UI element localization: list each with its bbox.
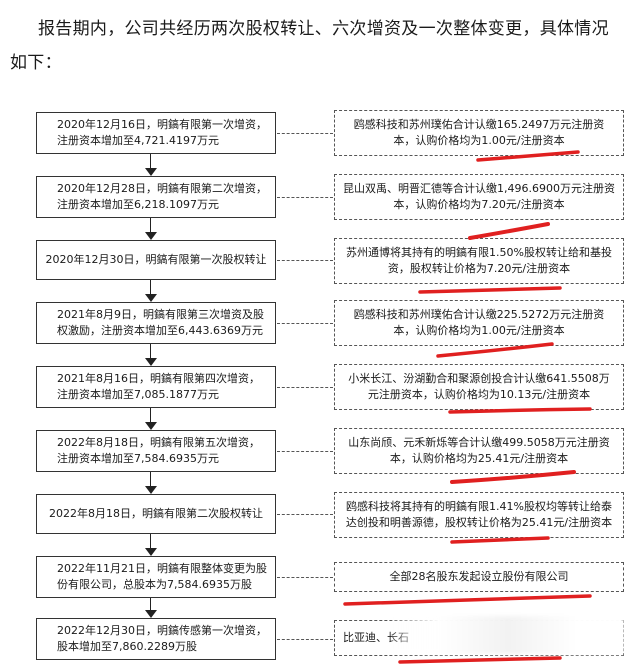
red-underline-mark	[450, 536, 550, 544]
event-7-box: 2022年8月18日，明鎬有限第二次股权转让	[36, 494, 276, 534]
event-7-text: 2022年8月18日，明鎬有限第二次股权转让	[49, 507, 263, 520]
detail-5-text: 小米长江、汾湖勤合和聚源创投合计认缴641.5508万元注册资本，认购价格均为1…	[348, 372, 610, 401]
event-8-text: 2022年11月21日，明鎬有限整体变更为股份有限公司，总股本为7,584.69…	[57, 562, 267, 591]
flow-line-6	[150, 472, 151, 488]
detail-2-text: 昆山双禹、明晋汇德等合计认缴1,496.6900万元注册资本，认购价格均为7.2…	[343, 182, 615, 211]
event-9-text: 2022年12月30日，明鎬传感第一次增资，股本增加至7,860.2289万股	[57, 624, 267, 653]
event-6-text: 2022年8月18日，明鎬有限第五次增资，注册资本增加至7,584.6935万元	[57, 436, 260, 465]
detail-3-text: 苏州通博将其持有的明鎬有限1.50%股权转让给和基投资，股权转让价格为7.20元…	[346, 246, 612, 275]
blurred-overlay	[392, 616, 624, 654]
event-5-text: 2021年8月16日，明鎬有限第四次增资，注册资本增加至7,085.1877万元	[57, 372, 260, 401]
connector-5	[277, 387, 333, 388]
connector-8	[277, 577, 333, 578]
detail-8-text: 全部28名股东发起设立股份有限公司	[389, 570, 569, 583]
intro-line-1: 报告期内，公司共经历两次股权转让、六次增资及一次整体变更，具体情况	[38, 19, 609, 39]
event-8-box: 2022年11月21日，明鎬有限整体变更为股份有限公司，总股本为7,584.69…	[36, 556, 276, 598]
connector-4	[277, 323, 333, 324]
event-4-box: 2021年8月9日，明鎬有限第三次增资及股权激励，注册资本增加至6,443.63…	[36, 302, 276, 344]
arrow-down-icon	[145, 358, 157, 366]
arrow-down-icon	[145, 294, 157, 302]
connector-6	[277, 451, 333, 452]
detail-6-box: 山东尚颀、元禾新烁等合计认缴499.5058万元注册资本，认购价格均为25.41…	[334, 428, 624, 474]
connector-1	[277, 133, 333, 134]
detail-4-box: 鸥感科技和苏州璞佑合计认缴225.5272万元注册资本，认购价格均为1.00元/…	[334, 300, 624, 346]
event-5-box: 2021年8月16日，明鎬有限第四次增资，注册资本增加至7,085.1877万元	[36, 366, 276, 408]
flow-line-7	[150, 534, 151, 550]
event-3-box: 2020年12月30日，明鎬有限第一次股权转让	[36, 240, 276, 280]
event-4-text: 2021年8月9日，明鎬有限第三次增资及股权激励，注册资本增加至6,443.63…	[57, 308, 264, 337]
arrow-down-icon	[145, 422, 157, 430]
flow-line-5	[150, 408, 151, 424]
flow-line-8	[150, 598, 151, 612]
event-6-box: 2022年8月18日，明鎬有限第五次增资，注册资本增加至7,584.6935万元	[36, 430, 276, 472]
detail-6-text: 山东尚颀、元禾新烁等合计认缴499.5058万元注册资本，认购价格均为25.41…	[348, 436, 610, 465]
flow-line-3	[150, 280, 151, 296]
event-1-box: 2020年12月16日，明鎬有限第一次增资，注册资本增加至4,721.4197万…	[36, 112, 276, 154]
detail-8-box: 全部28名股东发起设立股份有限公司	[334, 562, 624, 592]
event-2-text: 2020年12月28日，明鎬有限第二次增资，注册资本增加至6,218.1097万…	[57, 182, 267, 211]
intro-line-2: 如下：	[10, 53, 62, 73]
flow-line-1	[150, 154, 151, 170]
arrow-down-icon	[145, 232, 157, 240]
detail-1-box: 鸥感科技和苏州璞佑合计认缴165.2497万元注册资本，认购价格均为1.00元/…	[334, 110, 624, 156]
flow-line-2	[150, 218, 151, 234]
connector-3	[277, 260, 333, 261]
event-9-box: 2022年12月30日，明鎬传感第一次增资，股本增加至7,860.2289万股	[36, 618, 276, 660]
red-underline-mark	[398, 656, 562, 664]
detail-4-text: 鸥感科技和苏州璞佑合计认缴225.5272万元注册资本，认购价格均为1.00元/…	[353, 308, 605, 337]
detail-5-box: 小米长江、汾湖勤合和聚源创投合计认缴641.5508万元注册资本，认购价格均为1…	[334, 364, 624, 410]
red-underline-mark	[343, 594, 592, 606]
arrow-down-icon	[145, 548, 157, 556]
flow-line-4	[150, 344, 151, 360]
event-3-text: 2020年12月30日，明鎬有限第一次股权转让	[45, 253, 267, 266]
red-underline-mark	[468, 222, 550, 240]
detail-3-box: 苏州通博将其持有的明鎬有限1.50%股权转让给和基投资，股权转让价格为7.20元…	[334, 238, 624, 284]
detail-1-text: 鸥感科技和苏州璞佑合计认缴165.2497万元注册资本，认购价格均为1.00元/…	[353, 118, 605, 147]
detail-7-text: 鸥感科技将其持有的明鎬有限1.41%股权均等转让给泰达创投和明善源德，股权转让价…	[345, 500, 613, 529]
arrow-down-icon	[145, 168, 157, 176]
connector-7	[277, 514, 333, 515]
red-underline-mark	[418, 286, 562, 294]
arrow-down-icon	[145, 610, 157, 618]
detail-2-box: 昆山双禹、明晋汇德等合计认缴1,496.6900万元注册资本，认购价格均为7.2…	[334, 174, 624, 220]
connector-2	[277, 197, 333, 198]
arrow-down-icon	[145, 486, 157, 494]
connector-9	[277, 639, 333, 640]
detail-7-box: 鸥感科技将其持有的明鎬有限1.41%股权均等转让给泰达创投和明善源德，股权转让价…	[334, 492, 624, 538]
event-2-box: 2020年12月28日，明鎬有限第二次增资，注册资本增加至6,218.1097万…	[36, 176, 276, 218]
intro-paragraph: 报告期内，公司共经历两次股权转让、六次增资及一次整体变更，具体情况 如下：	[10, 12, 634, 80]
event-1-text: 2020年12月16日，明鎬有限第一次增资，注册资本增加至4,721.4197万…	[57, 118, 267, 147]
